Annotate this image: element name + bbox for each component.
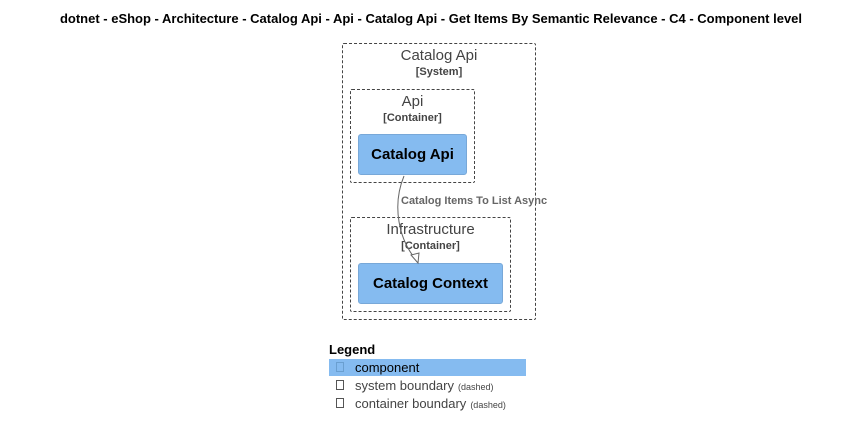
system-boundary-catalog-api[interactable]: Catalog Api [System] [342,43,536,320]
relationship-arrow-line[interactable] [397,175,419,263]
legend-item-text: system boundary (dashed) [355,378,494,393]
legend-item-text: container boundary(dashed) [355,396,506,411]
component-catalog-context[interactable]: Catalog Context [358,263,503,304]
legend-item-container-boundary: container boundary(dashed) [329,395,526,412]
relationship-arrowhead [410,252,420,265]
container-boundary-type: [Container] [401,240,460,252]
legend-swatch-icon [336,380,344,390]
container-boundary-name: Infrastructure [386,221,475,238]
container-boundary-infrastructure[interactable]: Infrastructure [Container] [350,217,511,312]
legend-swatch-icon [336,362,344,372]
container-boundary-name: Api [401,93,424,110]
legend-item-system-boundary: system boundary (dashed) [329,377,526,394]
legend-swatch-icon [336,398,344,408]
legend-item-note: (dashed) [458,382,494,392]
legend-item-label: container boundary [355,396,467,411]
legend-item-label: system boundary [355,378,454,393]
relationship-label: Catalog Items To List Async [401,195,548,207]
component-catalog-api[interactable]: Catalog Api [358,134,467,175]
legend-title: Legend [329,342,376,357]
legend-item-component: component [329,359,526,376]
system-boundary-type: [System] [415,66,463,78]
legend-item-note: (dashed) [470,400,506,410]
legend-item-label: component [355,360,420,375]
system-boundary-name: Catalog Api [400,47,478,64]
container-boundary-type: [Container] [383,112,442,124]
page-title: dotnet - eShop - Architecture - Catalog … [59,11,803,26]
container-boundary-api[interactable]: Api [Container] [350,89,475,183]
